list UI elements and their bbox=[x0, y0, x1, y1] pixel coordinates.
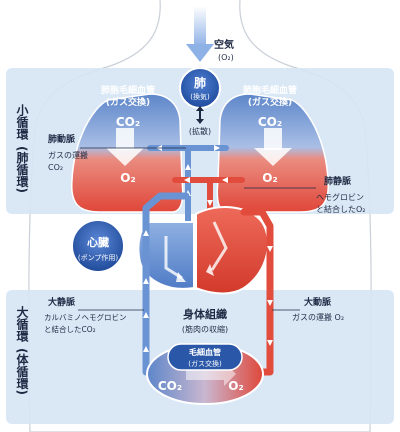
capillary-o2: O₂ bbox=[228, 379, 243, 393]
alveolar-left-title: 肺胞毛細血管 bbox=[101, 84, 155, 96]
aorta-vessel bbox=[240, 208, 274, 376]
svg-text:肺: 肺 bbox=[194, 75, 206, 90]
lung-badge: 肺 (換気) bbox=[179, 67, 221, 109]
alveolar-left-co2: CO₂ bbox=[116, 115, 140, 129]
pulmonary-artery-desc2: CO₂ bbox=[48, 163, 63, 172]
svg-text:(肺循環): (肺循環) bbox=[15, 146, 29, 193]
tissue-subtitle: (筋肉の収縮) bbox=[182, 324, 228, 334]
svg-text:毛細血管: 毛細血管 bbox=[189, 347, 221, 357]
pulmonary-artery-desc1: ガスの運搬 bbox=[48, 150, 88, 160]
aorta-title: 大動脈 bbox=[304, 296, 331, 308]
alveolar-left-o2: O₂ bbox=[120, 171, 135, 185]
capillary-badge: 毛細血管 (ガス交換) bbox=[167, 343, 243, 371]
alveolar-right-co2: CO₂ bbox=[258, 115, 282, 129]
svg-text:(換気): (換気) bbox=[190, 92, 210, 101]
pulmonary-vein-desc1: ヘモグロビン bbox=[316, 192, 364, 202]
systemic-section-label: 大循環 (体循環) bbox=[15, 305, 29, 395]
air-formula: (O₂) bbox=[218, 53, 234, 62]
alveolar-right-title: 肺胞毛細血管 bbox=[243, 84, 297, 96]
vena-cava-desc1: カルバミノヘモグロビン bbox=[44, 312, 127, 322]
vena-cava-title: 大静脈 bbox=[48, 296, 75, 308]
svg-text:(体循環): (体循環) bbox=[15, 348, 29, 395]
heart bbox=[137, 206, 269, 295]
pulmonary-vein-title: 肺静脈 bbox=[324, 175, 351, 187]
diffusion-arrow-icon bbox=[196, 106, 204, 124]
alveolar-left-subtitle: (ガス交換) bbox=[106, 96, 150, 108]
alveolar-right-subtitle: (ガス交換) bbox=[248, 96, 292, 108]
pulmonary-artery-title: 肺動脈 bbox=[48, 133, 75, 145]
right-lung-down-arrow bbox=[254, 128, 292, 166]
capillary-co2: CO₂ bbox=[158, 379, 182, 393]
svg-text:(ガス交換): (ガス交換) bbox=[188, 359, 222, 368]
air-arrow bbox=[186, 6, 214, 62]
systemic-flow-arrows bbox=[143, 230, 273, 352]
heart-badge: 心臓 (ポンプ作用) bbox=[71, 219, 125, 273]
vena-cava-desc2: と結合したCO₂ bbox=[44, 324, 96, 334]
air-label: 空気 bbox=[214, 38, 234, 51]
svg-text:小循環: 小循環 bbox=[15, 103, 29, 141]
left-lung-down-arrow bbox=[106, 128, 144, 166]
tissue-title: 身体組織 bbox=[183, 307, 227, 321]
svg-text:大循環: 大循環 bbox=[15, 305, 29, 343]
aorta-desc: ガスの運搬 O₂ bbox=[292, 312, 344, 322]
pulmonary-section-label: 小循環 (肺循環) bbox=[15, 103, 29, 193]
svg-text:心臓: 心臓 bbox=[87, 235, 109, 249]
pulmonary-vein-desc2: と結合したO₂ bbox=[316, 204, 366, 214]
svg-text:(ポンプ作用): (ポンプ作用) bbox=[78, 253, 119, 262]
heart-left-side bbox=[195, 206, 269, 295]
alveolar-right-o2: O₂ bbox=[262, 171, 277, 185]
diffusion-label: (拡散) bbox=[189, 126, 211, 136]
